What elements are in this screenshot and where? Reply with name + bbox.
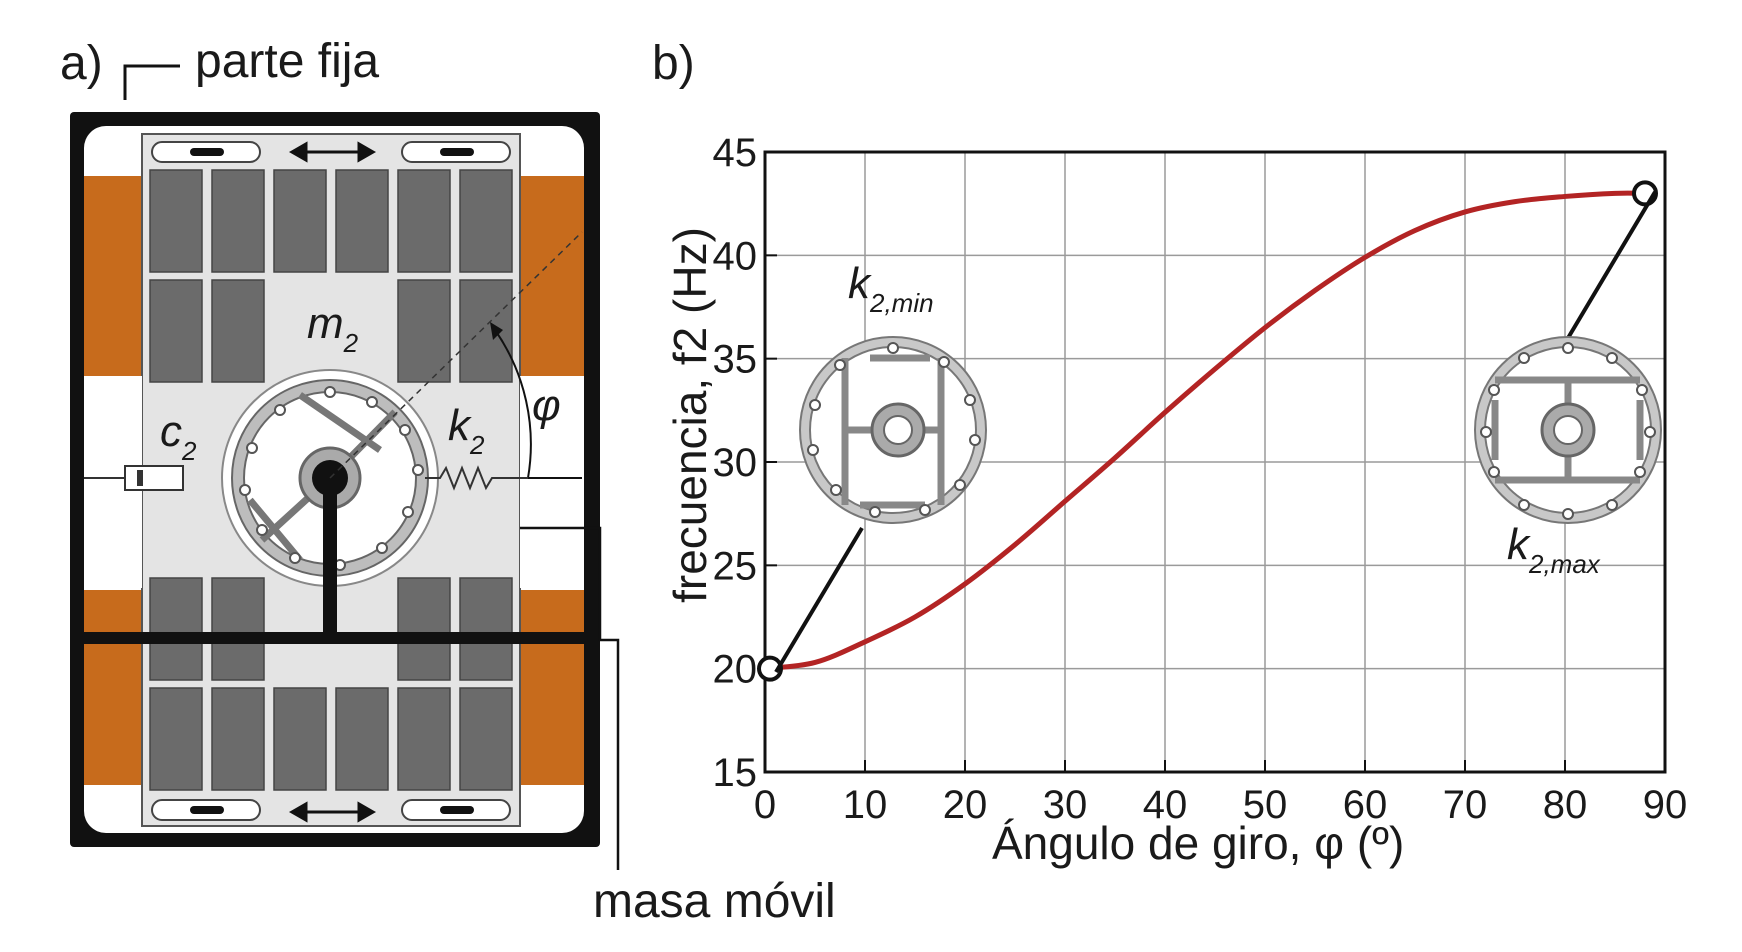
x-tick-label: 80: [1543, 783, 1588, 827]
y-tick-label: 45: [713, 131, 758, 175]
slot-pin: [440, 148, 474, 156]
x-tick-label: 40: [1143, 783, 1188, 827]
x-tick-label: 30: [1043, 783, 1088, 827]
y-tick-label: 35: [713, 338, 758, 382]
x-tick-label: 50: [1243, 783, 1288, 827]
double-arrow-icon: [288, 801, 377, 823]
crossbar: [84, 632, 584, 644]
x-tick-label: 90: [1643, 783, 1688, 827]
kmax-label: k2,max: [1507, 520, 1600, 579]
panel-a-label: a): [60, 37, 103, 90]
shaft: [323, 478, 337, 638]
frame-gap: [520, 376, 584, 588]
orange-block: [84, 176, 144, 376]
spring-label: k2: [448, 401, 485, 460]
damper-icon: [124, 465, 184, 491]
x-axis-label: Ángulo de giro, φ (º): [992, 817, 1405, 869]
y-tick-label: 30: [713, 441, 758, 485]
data-point-marker: [757, 655, 783, 682]
arrowhead-icon: [490, 322, 503, 340]
fixed-part-label: parte fija: [195, 35, 380, 88]
y-tick-label: 15: [713, 751, 758, 795]
orange-block: [520, 176, 584, 376]
kmin-label: k2,min: [848, 259, 934, 318]
mass-label: m2: [307, 299, 359, 358]
orange-block: [84, 590, 144, 785]
x-tick-label: 60: [1343, 783, 1388, 827]
x-tick-label: 0: [754, 783, 776, 827]
magnet-array-bottom: [149, 577, 513, 791]
double-arrow-icon: [288, 141, 377, 163]
y-tick-label: 25: [713, 544, 758, 588]
y-tick-label: 20: [713, 648, 758, 692]
panel-b-label: b): [652, 37, 695, 90]
slot-pin: [190, 148, 224, 156]
angle-label: φ: [532, 381, 561, 430]
slot-pin: [190, 806, 224, 814]
kmin-inset-icon: [799, 336, 987, 524]
damper-piston: [137, 470, 143, 486]
x-tick-label: 70: [1443, 783, 1488, 827]
damper-label: c2: [160, 407, 197, 466]
series-curve: [764, 190, 1646, 672]
x-tick-label: 10: [843, 783, 888, 827]
moving-mass-leader: [520, 526, 620, 870]
spring-icon: [425, 465, 528, 491]
kmax-inset-icon: [1474, 336, 1662, 524]
kmax-leader: [1566, 190, 1657, 340]
moving-mass-label: masa móvil: [593, 875, 836, 928]
kmin-leader: [774, 526, 864, 674]
y-tick-label: 40: [713, 234, 758, 278]
angle-ref-line: [329, 231, 583, 479]
fixed-part-leader: [123, 64, 180, 100]
chart-ticks: 0 10 20 30 40 50 60 70 80 90 15 20 25 30 35 40 45: [713, 131, 1688, 827]
orange-block: [520, 590, 584, 785]
angle-arc: [494, 329, 532, 479]
magnet-array-top: [149, 169, 513, 383]
slot-pin: [440, 806, 474, 814]
y-axis-label: frecuencia, f2 (Hz): [664, 227, 716, 603]
x-tick-label: 20: [943, 783, 988, 827]
